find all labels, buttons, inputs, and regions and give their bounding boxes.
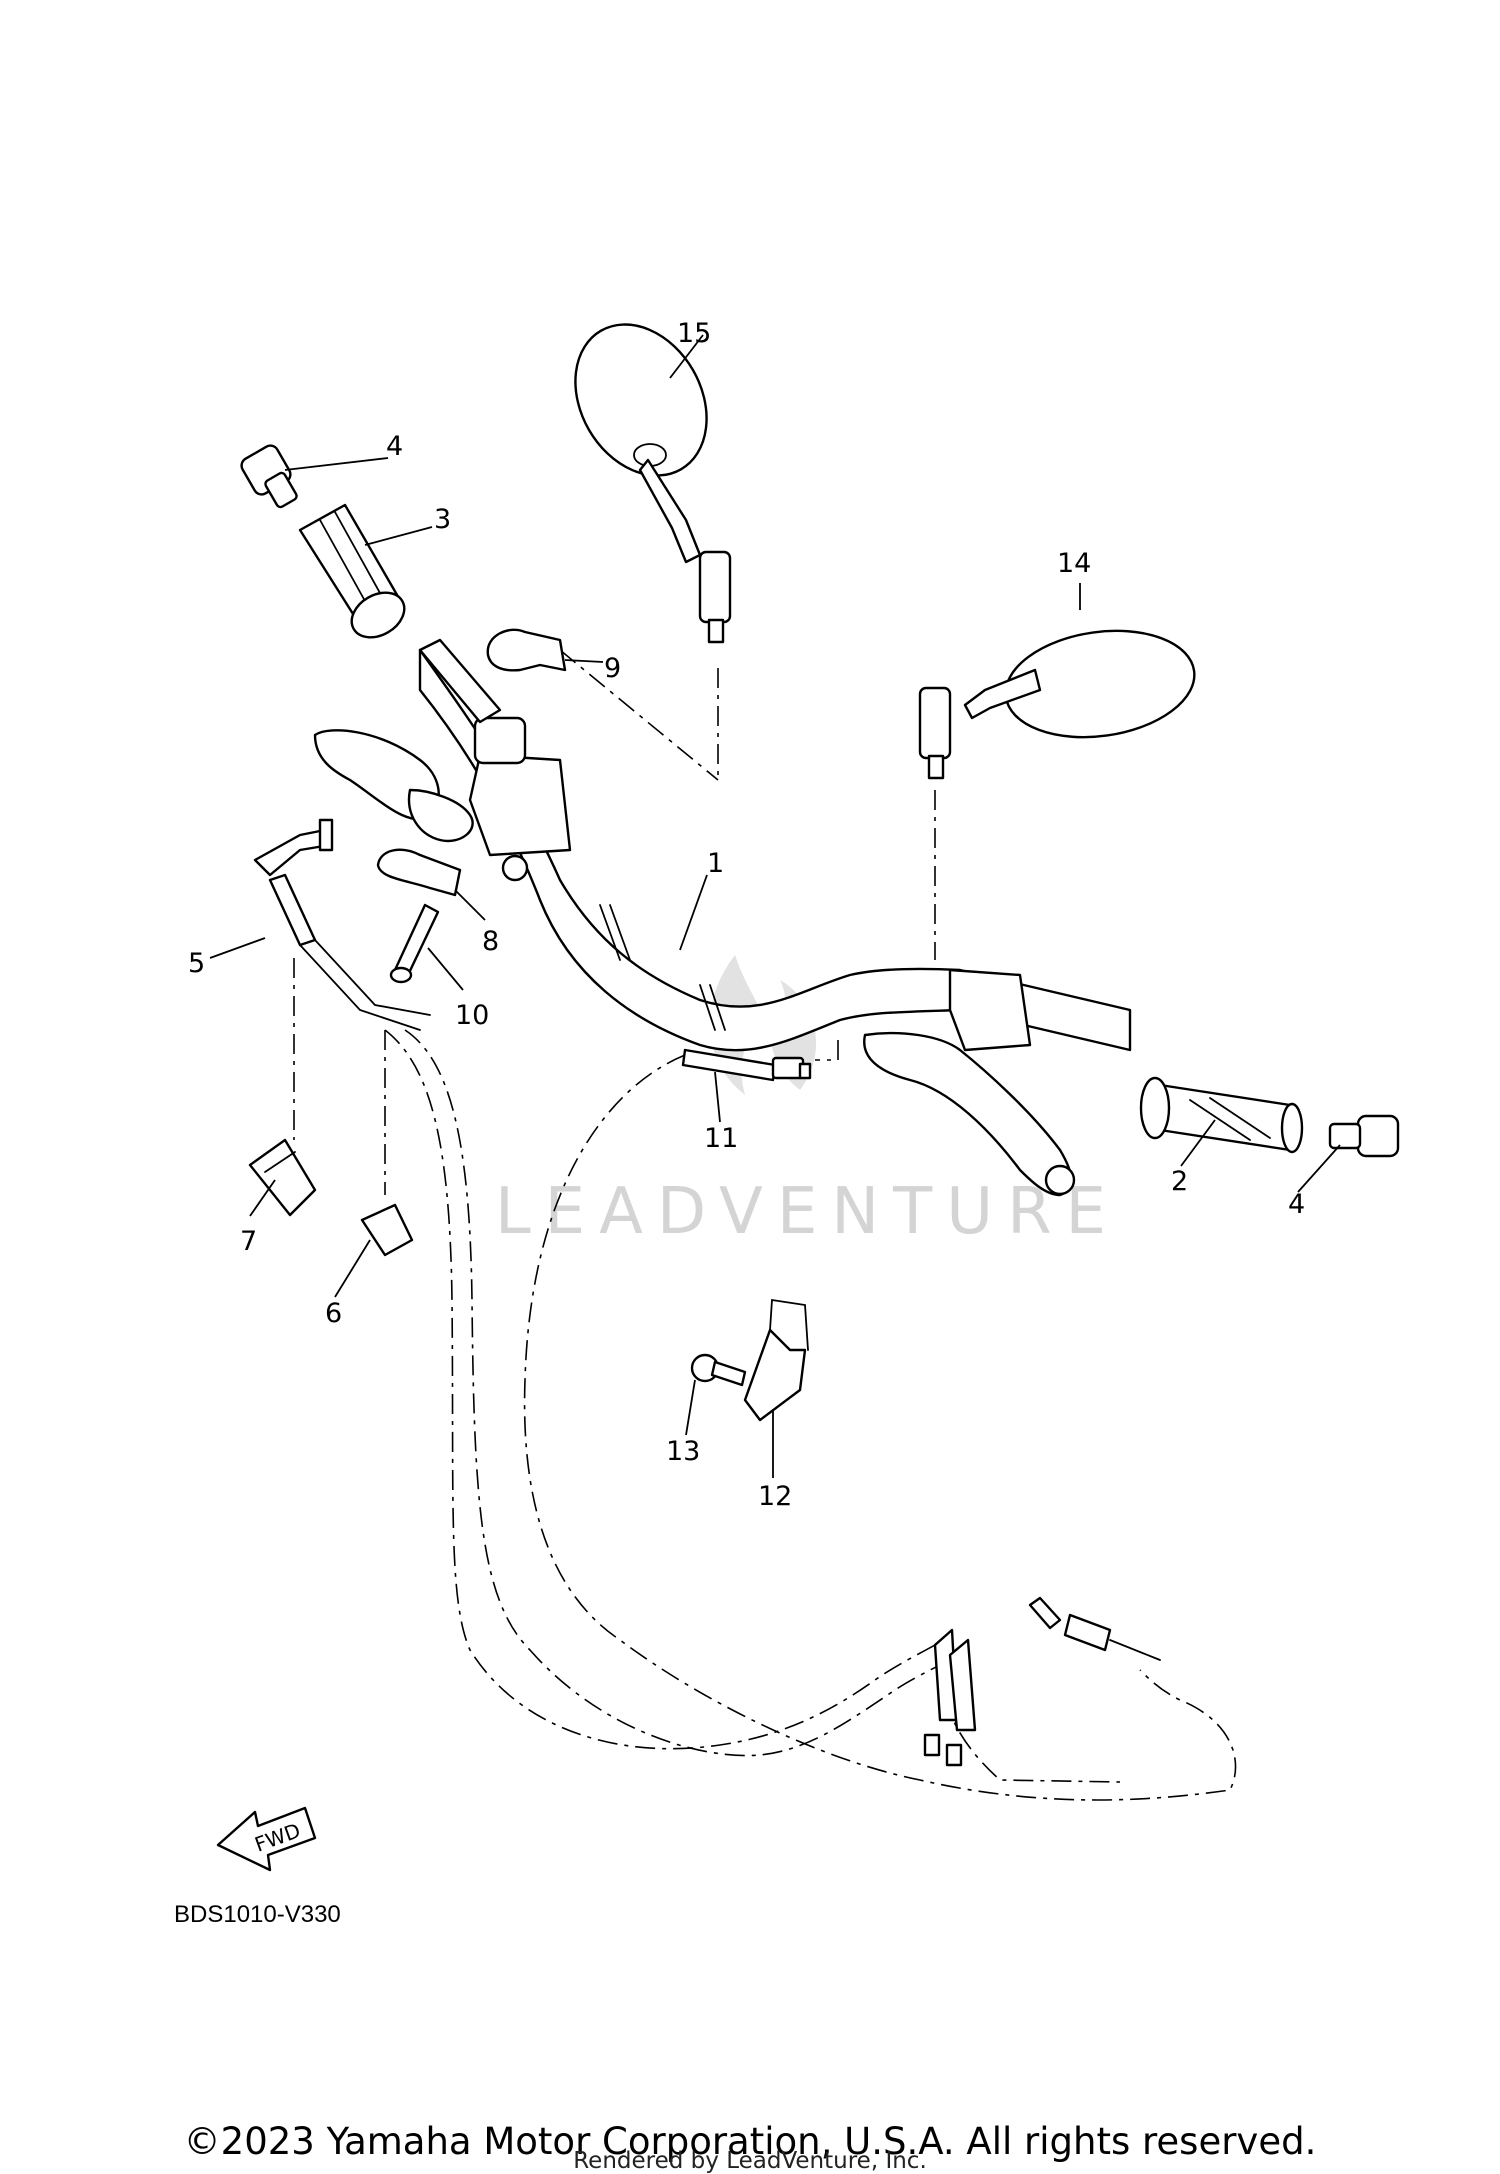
copyright-notice: ©2023 Yamaha Motor Corporation, U.S.A. A…: [183, 2120, 1317, 2163]
right-bar-end: [1328, 1114, 1400, 1158]
leader-lines: [209, 334, 1341, 1478]
callout-5: 5: [188, 948, 205, 979]
clutch-cable: [681, 1048, 812, 1082]
rendered-by-notice: Rendered by LeadVenture, Inc.: [573, 2148, 927, 2174]
callout-15: 15: [677, 318, 711, 349]
clip-6: [360, 1203, 414, 1257]
clamp: [486, 628, 567, 672]
callout-7: 7: [240, 1226, 257, 1257]
callout-12: 12: [758, 1481, 792, 1512]
throttle-cable: [253, 818, 431, 1031]
right-lever-assembly: [863, 968, 1076, 1197]
left-mirror: [574, 323, 732, 644]
callout-numbers: 1 2 3 4 4 5 6 7 8 9 10 11 12 13 14 15: [188, 318, 1305, 1512]
callout-4-left: 4: [386, 431, 403, 462]
diagram-code: BDS1010-V330: [174, 1901, 341, 1928]
right-mirror: [918, 629, 1196, 780]
callout-8: 8: [482, 926, 499, 957]
right-grip: [1139, 1076, 1304, 1154]
callout-6: 6: [325, 1298, 342, 1329]
callout-13: 13: [666, 1436, 700, 1467]
callout-9: 9: [604, 653, 621, 684]
left-grip: [298, 503, 502, 724]
holder: [376, 848, 462, 897]
cable-holder-7: [248, 1138, 317, 1217]
fwd-arrow: FWD: [216, 1806, 317, 1872]
watermark-text: LEADVENTURE: [495, 1175, 1120, 1249]
bolt: [389, 903, 440, 984]
left-lever-assembly: [313, 716, 572, 882]
bracket-12: [743, 1298, 809, 1422]
callout-11: 11: [704, 1123, 738, 1154]
callout-10: 10: [455, 1000, 489, 1031]
lower-cable-ends: [923, 1596, 1161, 1767]
callout-3: 3: [434, 504, 451, 535]
callout-1: 1: [707, 848, 724, 879]
callout-2: 2: [1171, 1166, 1188, 1197]
callout-4-right: 4: [1288, 1189, 1305, 1220]
bolt-13: [690, 1353, 747, 1387]
callout-14: 14: [1057, 548, 1091, 579]
left-bar-end: [240, 444, 298, 509]
